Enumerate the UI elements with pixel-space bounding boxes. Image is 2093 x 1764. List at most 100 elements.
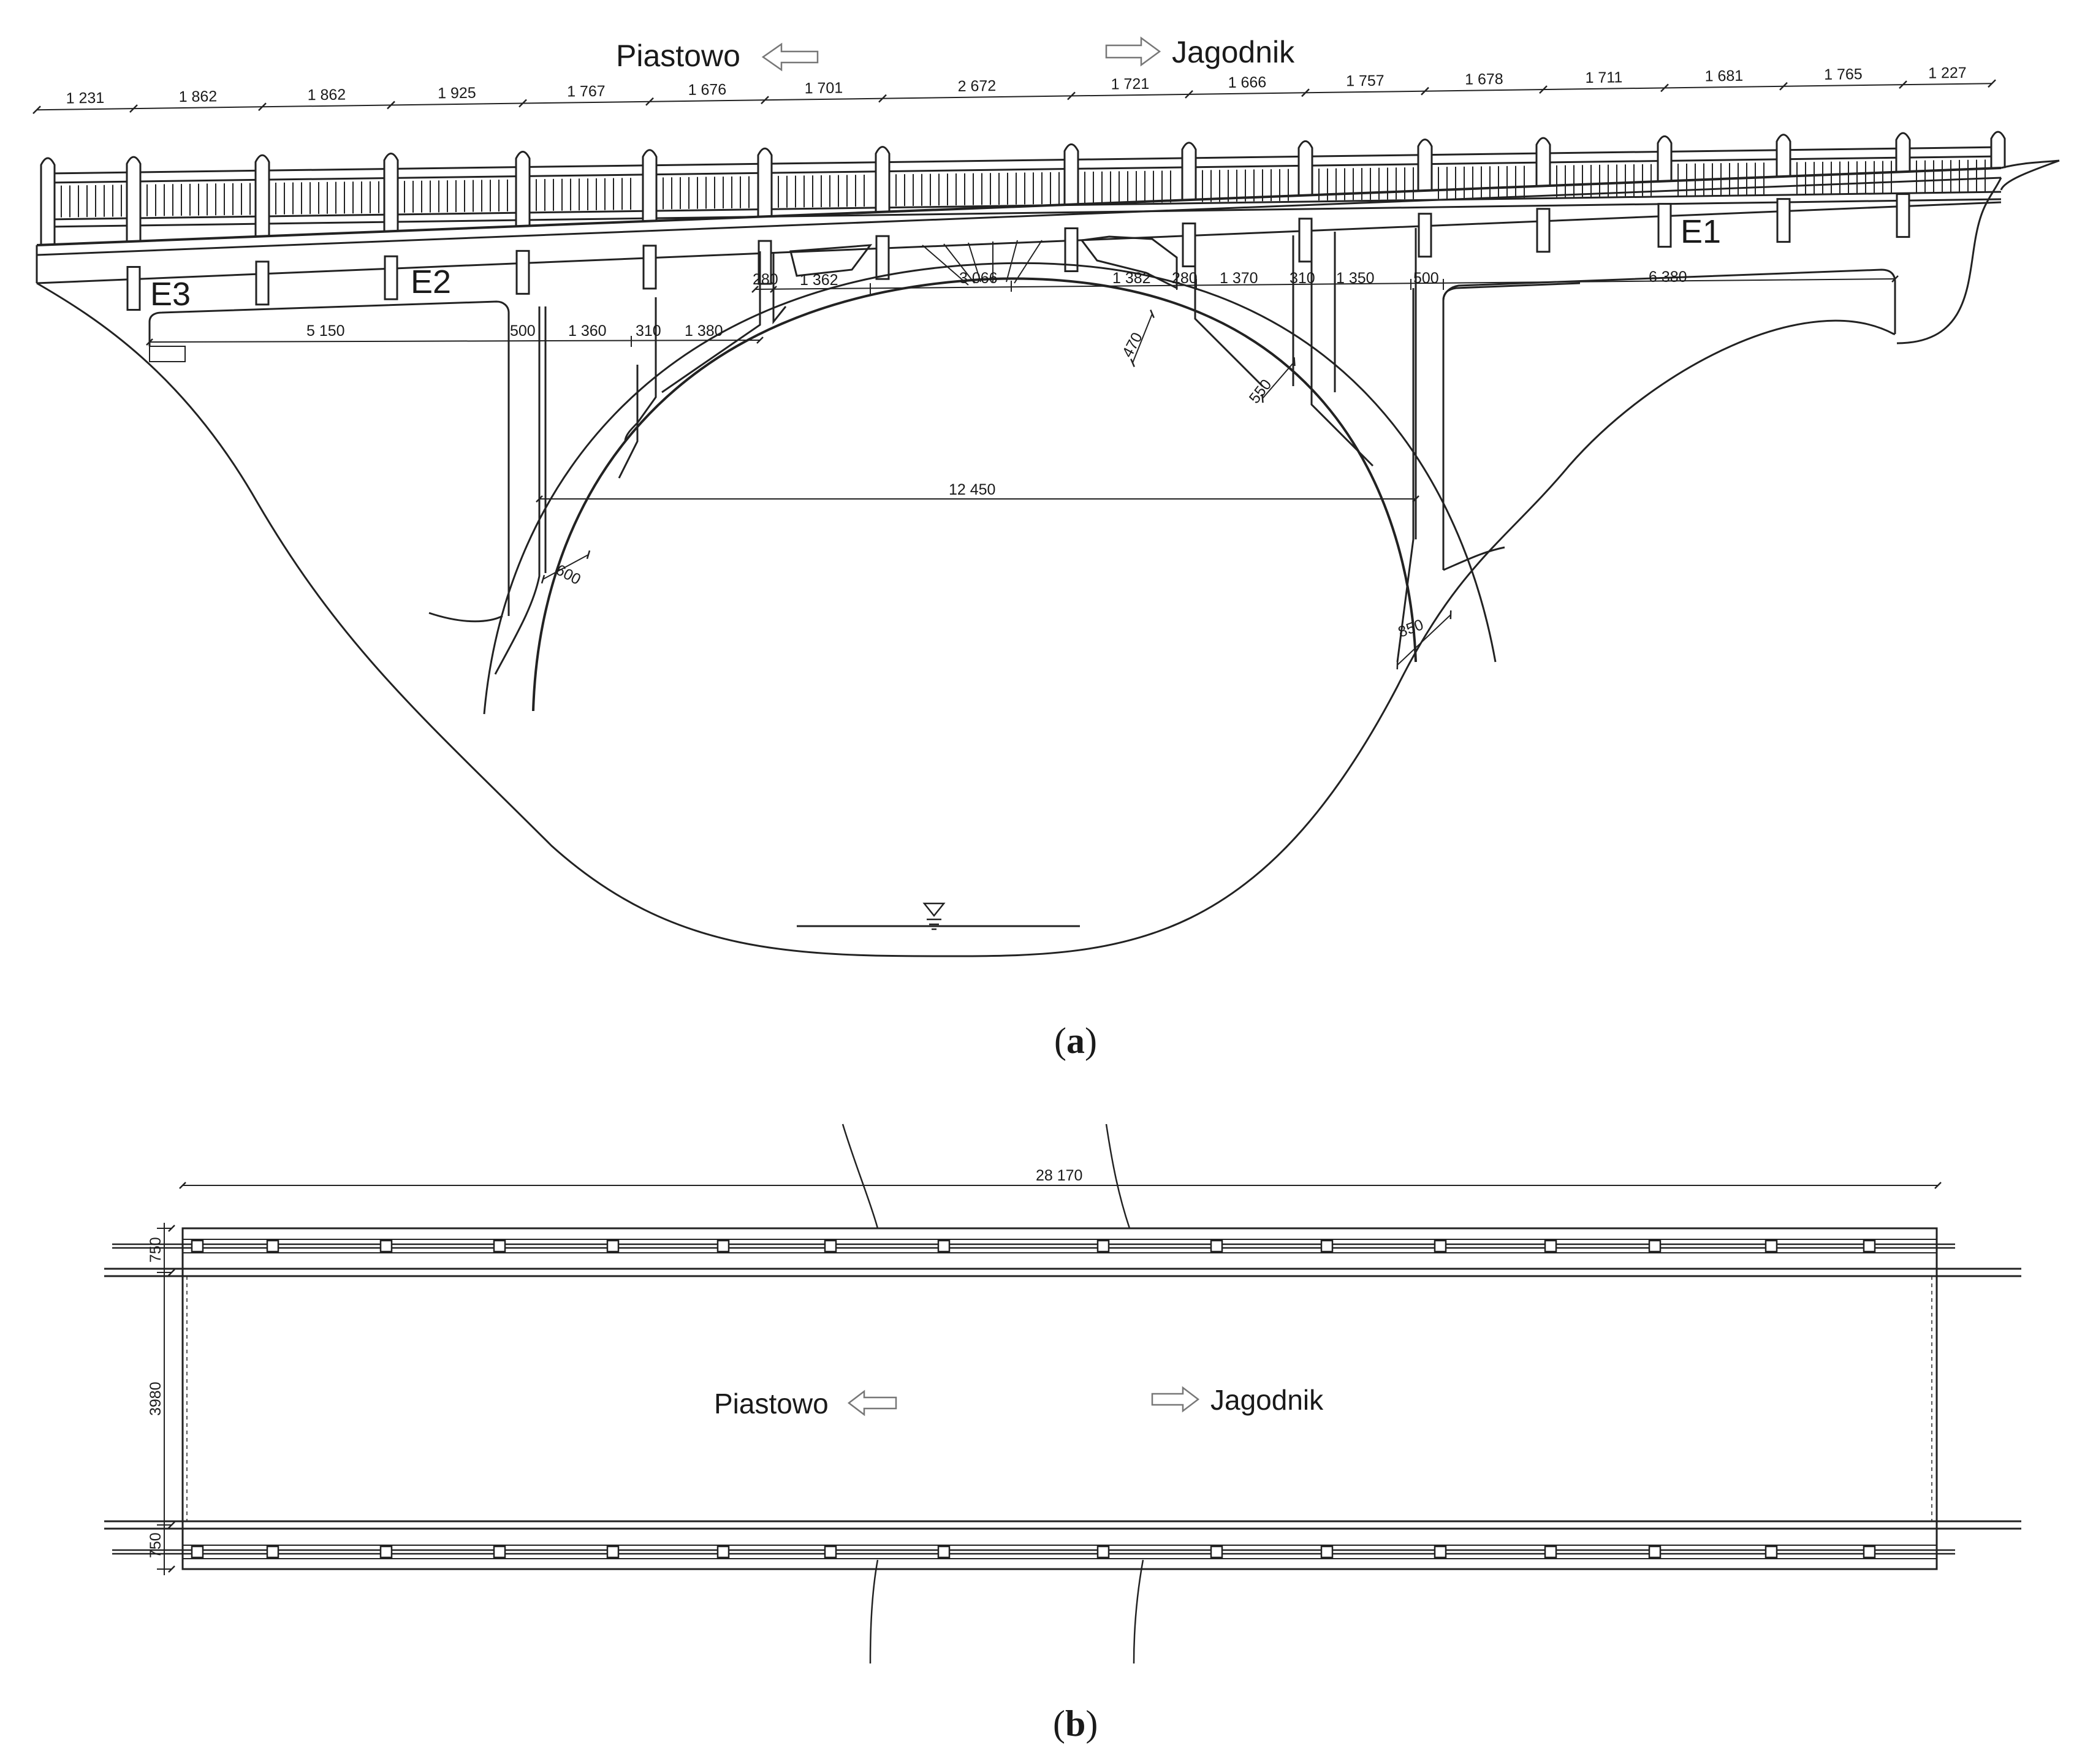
plan-rail-post — [716, 1239, 730, 1253]
plan-rail-post — [1648, 1239, 1662, 1253]
plan-rail-post — [824, 1239, 837, 1253]
railing-post — [1657, 135, 1673, 181]
carriageway-lines — [104, 1268, 2021, 1530]
plan-rail-post — [1544, 1545, 1557, 1559]
railing-post — [126, 156, 142, 241]
railing-post — [757, 147, 773, 217]
dim-470: 470 — [1119, 330, 1146, 360]
dim-850: 850 — [1396, 616, 1426, 641]
railing-post — [1990, 131, 2006, 169]
arrow-right-icon — [1105, 36, 1161, 67]
right-approach — [1396, 268, 1896, 663]
plan-rail-post — [606, 1545, 620, 1559]
plan-direction-left: Piastowo — [714, 1388, 897, 1420]
railing-post — [875, 146, 891, 212]
plan-rail-post — [379, 1545, 393, 1559]
railing-post — [1535, 137, 1551, 186]
direction-right-label: Jagodnik — [1172, 35, 1295, 69]
railing-post — [1776, 134, 1791, 177]
post-spacing-label: 1 925 — [438, 85, 476, 102]
post-spacing-label: 1 231 — [66, 89, 104, 107]
plan-rail-post — [1210, 1239, 1223, 1253]
river-banks — [841, 1123, 1144, 1664]
sensor-labels: E1 E2 E3 — [150, 213, 1721, 313]
lower-dimension-chain: 5 150 500 1 360 310 1 380 — [146, 322, 764, 347]
plan-rail-post — [493, 1545, 506, 1559]
dim-3980: 3980 — [147, 1382, 164, 1416]
railing-post — [1417, 139, 1433, 191]
plan-rail-post — [1096, 1545, 1110, 1559]
plan-deck-outline — [181, 1227, 1938, 1570]
plan-rail-post — [937, 1545, 951, 1559]
dim-280-left: 280 — [753, 271, 778, 288]
plan-rail-post — [1764, 1239, 1778, 1253]
dim-500-left: 500 — [510, 322, 536, 340]
left-approach — [148, 300, 541, 675]
dim-6380: 6 380 — [1649, 268, 1687, 286]
dim-1360: 1 360 — [568, 322, 607, 340]
plan-rail-post — [1764, 1545, 1778, 1559]
plan-arrow-right-icon — [1151, 1386, 1200, 1413]
plan-direction-right: Jagodnik — [1151, 1384, 1324, 1416]
railing-post — [1181, 142, 1197, 200]
post-spacing-label: 1 681 — [1704, 67, 1743, 85]
dim-280-right: 280 — [1172, 270, 1198, 287]
deck-hanger — [1418, 213, 1432, 258]
post-spacing-label: 1 676 — [688, 81, 726, 99]
plan-rail-post — [1434, 1545, 1447, 1559]
deck-hanger — [1657, 203, 1672, 248]
deck-hanger — [255, 260, 270, 306]
arch-span-dim: 12 450 — [536, 481, 1419, 503]
direction-left-label: Piastowo — [616, 39, 740, 73]
deck-hanger — [875, 235, 890, 280]
deck-hanger — [1896, 193, 1910, 238]
dim-1350: 1 350 — [1336, 270, 1375, 287]
railing-post — [40, 157, 56, 245]
bottom-walkway-rail — [112, 1545, 1955, 1559]
dim-3066: 3 066 — [959, 270, 998, 287]
plan-rail-post — [1434, 1239, 1447, 1253]
valley-ground — [36, 159, 2060, 957]
dim-500-right: 500 — [1413, 270, 1439, 287]
railing-post — [1297, 140, 1313, 196]
post-spacing-label: 1 862 — [178, 88, 217, 105]
post-spacing-label: 1 721 — [1111, 75, 1149, 93]
plan-direction-left-label: Piastowo — [714, 1388, 829, 1420]
post-spacing-label: 1 757 — [1346, 72, 1385, 90]
dim-12450: 12 450 — [949, 481, 995, 498]
deck-hanger — [126, 265, 141, 311]
arch-thickness-dims: 470 550 600 850 — [541, 310, 1452, 670]
dim-1362: 1 362 — [800, 272, 838, 289]
dim-1382: 1 382 — [1112, 270, 1151, 287]
dim-5150: 5 150 — [306, 322, 345, 340]
caption-a: (a) — [1054, 1021, 1097, 1061]
dim-310-left: 310 — [636, 322, 661, 340]
dim-1380: 1 380 — [685, 322, 723, 340]
deck-hanger — [384, 255, 398, 300]
post-spacing-label: 1 678 — [1465, 70, 1503, 88]
plan-rail-post — [266, 1239, 279, 1253]
width-dimensions: 750 3980 750 — [147, 1223, 175, 1575]
upper-dimension-chain: 280 1 362 3 066 1 382 280 1 370 310 1 35… — [751, 268, 1899, 295]
post-spacing-label: 2 672 — [957, 77, 996, 95]
plan-rail-post — [937, 1239, 951, 1253]
plan-rail-post — [1096, 1239, 1110, 1253]
sensor-e2-label: E2 — [411, 264, 451, 300]
plan-rail-post — [1863, 1239, 1876, 1253]
elevation-direction-right: Jagodnik — [1105, 35, 1295, 69]
railing-post — [1895, 132, 1911, 172]
top-walkway-rail — [112, 1239, 1955, 1253]
post-spacing-label: 1 767 — [567, 83, 606, 101]
post-spacing-label: 1 666 — [1228, 74, 1266, 91]
plan-rail-post — [1863, 1545, 1876, 1559]
overall-length-dim: 28 170 — [179, 1167, 1942, 1189]
plan-rail-post — [191, 1545, 204, 1559]
dim-750-top: 750 — [147, 1237, 164, 1263]
post-spacing-label: 1 701 — [804, 80, 843, 97]
deck-hanger — [515, 249, 530, 295]
arrow-left-icon — [761, 42, 819, 72]
deck-hanger — [1064, 227, 1079, 272]
